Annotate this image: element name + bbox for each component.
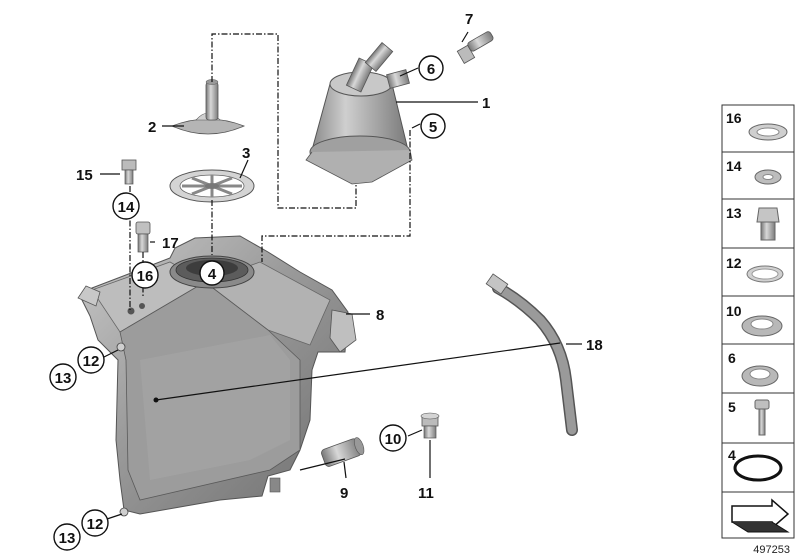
fuel-filter-housing — [305, 41, 413, 185]
nipple-7 — [456, 31, 494, 64]
legend-label-13: 13 — [726, 205, 742, 221]
callout-15: 15 — [76, 167, 93, 184]
strainer-disc — [169, 169, 255, 203]
svg-text:10: 10 — [385, 431, 402, 448]
callout-10: 10 — [379, 424, 407, 452]
legend-label-14: 14 — [726, 158, 742, 174]
fitting-17 — [135, 221, 151, 253]
legend-label-16: 16 — [726, 110, 742, 126]
callout-16: 16 — [131, 261, 159, 289]
callout-18: 18 — [586, 337, 603, 354]
svg-text:5: 5 — [429, 119, 437, 136]
callout-17: 17 — [162, 235, 179, 252]
callout-3: 3 — [242, 145, 250, 162]
svg-text:14: 14 — [118, 199, 135, 216]
parts-legend: 16 14 13 12 10 6 5 4 — [721, 104, 795, 539]
callout-12-lower: 12 — [81, 509, 109, 537]
callout-14: 14 — [112, 192, 140, 220]
svg-text:6: 6 — [427, 61, 435, 78]
vent-hose — [485, 273, 578, 436]
callout-8: 8 — [376, 307, 384, 324]
legend-label-6: 6 — [728, 350, 736, 366]
vent-cap — [170, 79, 246, 135]
reference-number: 497253 — [753, 544, 790, 556]
callout-5: 5 — [420, 113, 446, 139]
hose-piece-9 — [321, 437, 365, 467]
svg-text:13: 13 — [59, 530, 76, 547]
callout-11: 11 — [418, 485, 434, 502]
callout-13-lower: 13 — [53, 523, 81, 551]
svg-text:4: 4 — [208, 266, 217, 283]
callout-9: 9 — [340, 485, 348, 502]
legend-label-10: 10 — [726, 303, 742, 319]
callout-12-upper: 12 — [77, 346, 105, 374]
svg-text:12: 12 — [83, 353, 100, 370]
callout-7: 7 — [465, 11, 473, 28]
fitting-15 — [121, 159, 137, 185]
callout-4: 4 — [199, 260, 225, 286]
svg-text:16: 16 — [137, 268, 154, 285]
plug-11 — [420, 412, 440, 439]
legend-label-12: 12 — [726, 255, 742, 271]
arrow-symbol-icon — [731, 498, 790, 533]
svg-text:12: 12 — [87, 516, 104, 533]
callout-13-upper: 13 — [49, 363, 77, 391]
callout-6: 6 — [418, 55, 444, 81]
callout-1: 1 — [482, 95, 490, 112]
legend-label-5: 5 — [728, 399, 736, 415]
legend-label-4: 4 — [728, 447, 736, 463]
svg-text:13: 13 — [55, 370, 72, 387]
callout-2: 2 — [148, 119, 156, 136]
